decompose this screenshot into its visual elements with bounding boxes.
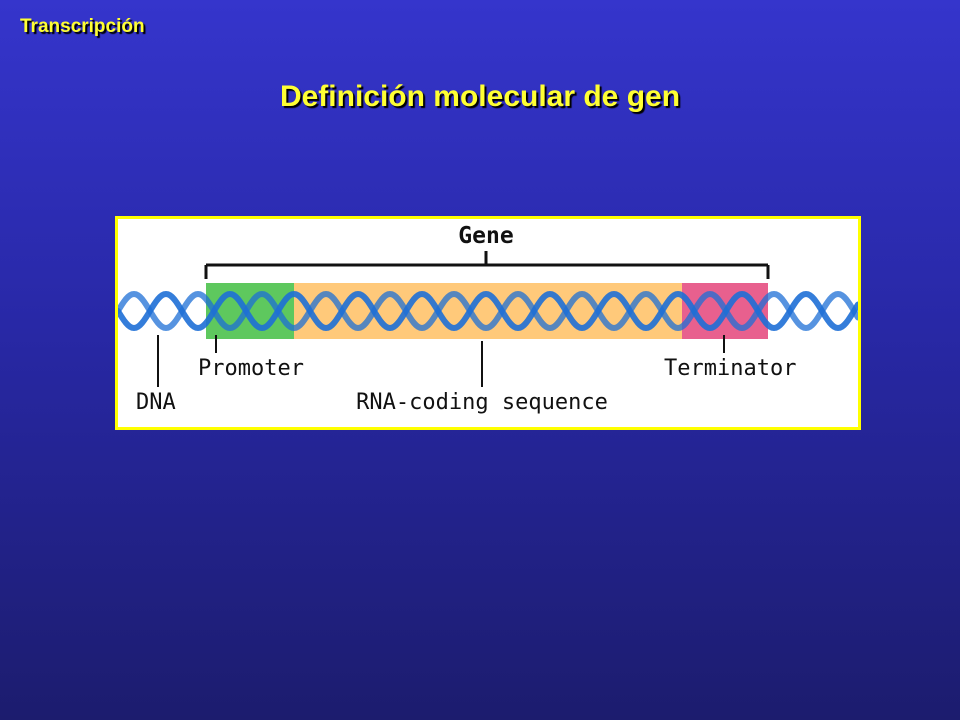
slide-title: Definición molecular de gen <box>279 80 681 113</box>
gene-diagram: Gene DNA Promoter RNA-coding sequence Te… <box>118 223 858 415</box>
terminator-label: Terminator <box>664 356 796 381</box>
dna-strand-b <box>118 290 858 332</box>
promoter-label: Promoter <box>198 356 304 381</box>
leader-lines <box>157 335 725 387</box>
dna-label: DNA <box>136 390 176 415</box>
gene-label: Gene <box>458 223 513 249</box>
dna-strand-a <box>118 290 858 332</box>
gene-bracket <box>204 251 770 279</box>
gene-diagram-frame: Gene DNA Promoter RNA-coding sequence Te… <box>115 216 861 430</box>
coding-sequence-label: RNA-coding sequence <box>356 390 608 415</box>
section-label: Transcripción <box>20 16 145 37</box>
dna-helix <box>118 290 858 332</box>
